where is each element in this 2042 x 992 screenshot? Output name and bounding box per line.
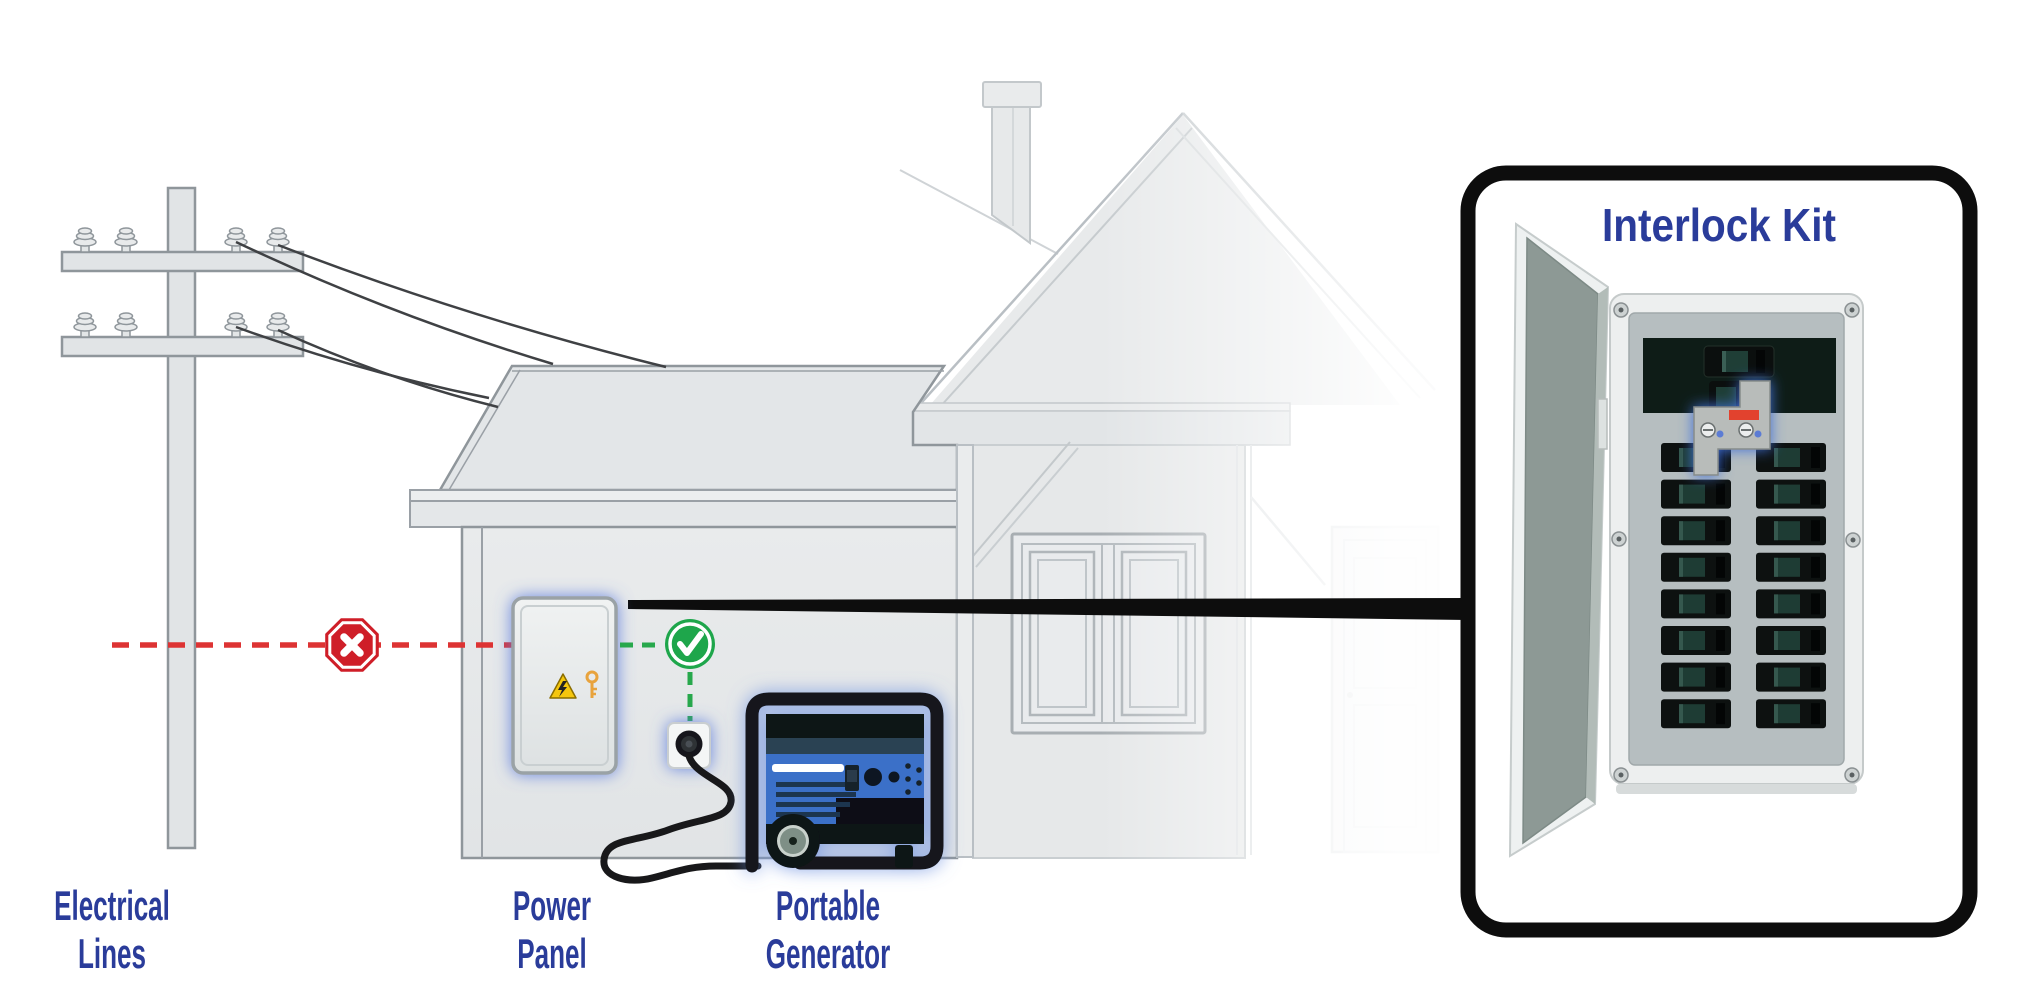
generator-connection-line — [620, 642, 693, 721]
chimney — [982, 81, 1042, 245]
stop-x-icon — [325, 618, 379, 672]
wing-fascia — [409, 500, 958, 528]
crossarm-lower — [60, 335, 305, 358]
warning-triangle-icon — [549, 673, 577, 699]
generator-wheel — [766, 814, 820, 868]
generator-control-panel — [845, 763, 922, 795]
panel-screws — [1611, 302, 1861, 783]
key-icon — [585, 670, 599, 698]
generator-outlet — [667, 722, 711, 769]
main-breaker — [1703, 345, 1775, 378]
interlock-callout-box — [1460, 165, 1978, 938]
crossarm-upper — [60, 250, 305, 273]
white-fade — [1100, 55, 1470, 870]
callout-line — [628, 598, 1468, 620]
power-lines — [235, 240, 667, 409]
power-panel — [511, 596, 618, 775]
rear-roofline — [899, 169, 1059, 255]
power-cord — [600, 752, 762, 884]
portable-generator — [745, 692, 944, 873]
main-corner-trim — [956, 444, 974, 858]
gable-brace-left — [967, 441, 1079, 568]
wing-roof — [437, 364, 959, 492]
utility-pole — [60, 186, 305, 850]
door-latch — [1597, 398, 1608, 450]
breaker-grid — [1661, 443, 1826, 729]
breaker-panel — [1609, 293, 1864, 794]
interlock-red-stripe — [1729, 410, 1759, 420]
panel-door-open — [1508, 222, 1610, 858]
label-electrical-lines: Electrical Lines — [54, 882, 170, 977]
insulators — [73, 227, 290, 338]
label-power-panel: Power Panel — [512, 882, 592, 977]
label-portable-generator: Portable Generator — [765, 882, 891, 977]
generator-frame — [745, 692, 944, 873]
callout-title: Interlock Kit — [1602, 199, 1836, 251]
interlock-device — [1693, 380, 1771, 476]
generator-vents — [776, 782, 856, 817]
wing-fascia-trim — [409, 489, 958, 502]
generator-foot — [895, 845, 913, 868]
check-icon — [665, 619, 715, 669]
